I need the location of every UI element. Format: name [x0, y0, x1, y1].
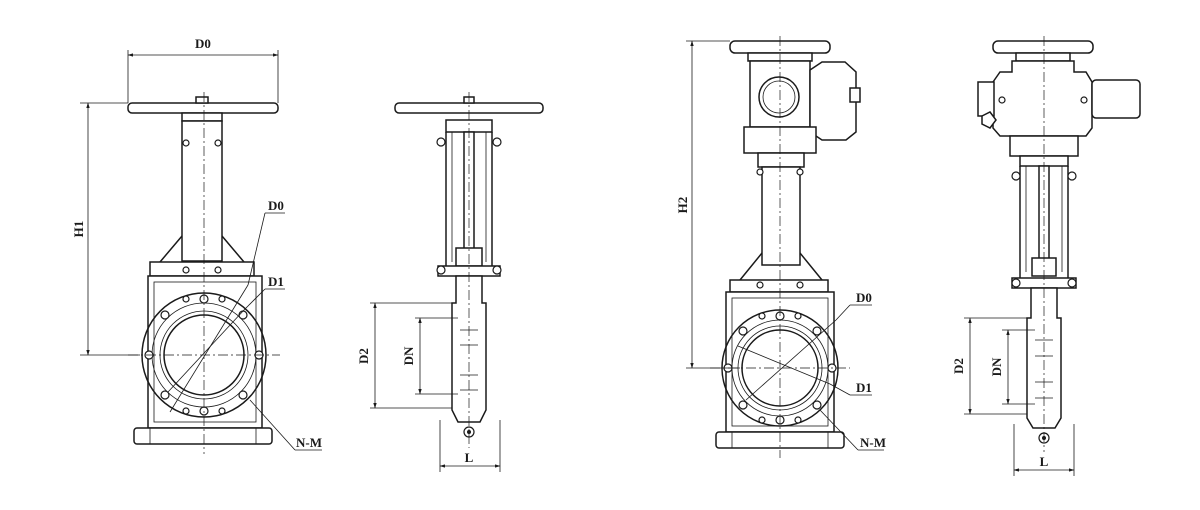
- dim-label-d2: D2: [356, 348, 371, 364]
- dim-label-nm-electric: N-M: [860, 435, 886, 450]
- bonnet: [149, 261, 255, 277]
- dim-label-nm: N-M: [296, 435, 322, 450]
- view-handwheel-side: [370, 92, 544, 472]
- dim-label-dn: DN: [401, 346, 416, 365]
- handwheel: [127, 102, 279, 114]
- view-electric-side: [964, 36, 1141, 476]
- dim-label-d2-electric: D2: [951, 358, 966, 374]
- dim-label-d0-leader: D0: [268, 198, 284, 213]
- base-rail: [133, 427, 273, 445]
- view-electric-front: [686, 36, 884, 458]
- motor-side: [1091, 79, 1141, 119]
- actuator-window: [758, 76, 800, 118]
- motor-housing: [809, 61, 857, 141]
- handwheel-nut: [195, 96, 209, 104]
- column-electric: [761, 166, 801, 266]
- dim-label-h1: H1: [71, 221, 86, 238]
- dim-label-d1: D1: [268, 274, 284, 289]
- yoke-top: [181, 112, 223, 122]
- actuator-handwheel-side: [992, 40, 1094, 54]
- dim-label-d1-electric: D1: [856, 380, 872, 395]
- dim-label-h2: H2: [675, 197, 690, 214]
- dim-label-d0-top: D0: [195, 36, 211, 51]
- dim-label-l-electric: L: [1040, 454, 1049, 469]
- dim-label-dn-electric: DN: [989, 357, 1004, 376]
- dim-label-l: L: [465, 450, 474, 465]
- view-handwheel-front: [80, 50, 322, 454]
- actuator-housing-side: [992, 60, 1093, 137]
- valve-body-side-electric: [1026, 287, 1062, 429]
- dim-label-d0-electric: D0: [856, 290, 872, 305]
- flange-bolts: [144, 294, 264, 416]
